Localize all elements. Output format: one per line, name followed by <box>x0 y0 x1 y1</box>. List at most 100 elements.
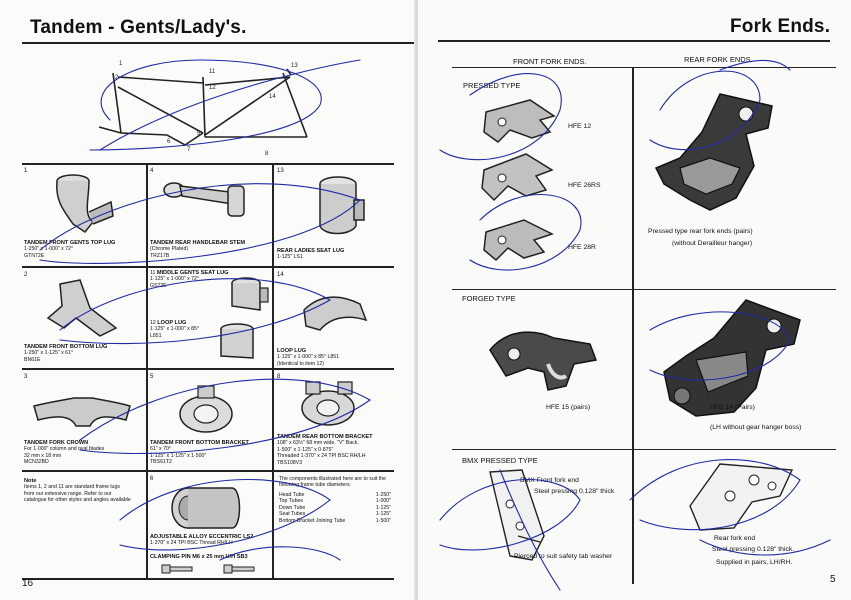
grid-rule <box>272 163 274 578</box>
frame-callout-12: 12 <box>209 85 216 91</box>
grid-rule <box>22 368 394 370</box>
grid-rule <box>452 449 836 451</box>
tube-intro: The components illustrated here are to s… <box>279 476 386 489</box>
frame-callout-1: 1 <box>119 61 123 67</box>
left-page-title: Tandem - Gents/Lady's. <box>30 17 247 38</box>
item-spec: 1·250" x 1·000" x 72° <box>24 246 74 253</box>
item-code: MCN32BD <box>24 459 49 466</box>
item-name: CLAMPING PIN M6 x 25 mm U/H SB3 <box>150 554 248 560</box>
frame-callout-8: 8 <box>265 151 269 157</box>
grid-rule <box>146 163 148 578</box>
item-spec: 61" x 70° <box>150 446 171 453</box>
item-number: 2 <box>24 272 28 278</box>
page-number-right: 5 <box>830 574 836 585</box>
item-code: GS72E <box>150 282 167 289</box>
grid-rule <box>22 470 394 472</box>
item-spec: 108" x 63½" 68 mm wide. "V" Back. <box>277 440 359 447</box>
bmx-pressed-type-label: BMX PRESSED TYPE <box>462 456 538 465</box>
item-code: TBS108V3 <box>277 459 303 466</box>
right-page: Fork Ends. FRONT FORK ENDS. REAR FORK EN… <box>418 0 851 600</box>
item-spec: 1·125" x 1·000" x 72° <box>150 276 200 283</box>
item-spec: (Chrome Plated) <box>150 246 189 253</box>
item-name: TANDEM REAR HANDLEBAR STEM <box>150 240 245 246</box>
forged-type-label: FORGED TYPE <box>462 294 516 303</box>
rear-bottom-bracket-image <box>301 381 355 426</box>
pressed-type-label: PRESSED TYPE <box>463 81 521 90</box>
item-spec: 32 mm x 18 mm <box>24 452 62 459</box>
tandem-frame-diagram: 1 2 6 7 5 11 12 14 8 13 <box>98 61 308 157</box>
ladies-seat-lug-image <box>319 176 365 235</box>
rear-pressed-caption-1: Pressed type rear fork ends (pairs) <box>648 228 753 235</box>
item-spec: Threaded 1·370" x 24 TPI BSC RH/LH <box>277 453 366 460</box>
item-number: 3 <box>24 374 28 380</box>
item-code: BN61E <box>24 356 41 363</box>
bmx-front-caption-1: BMX Front fork end <box>520 477 579 484</box>
bmx-front-caption-3: Pierced to suit safety tab washer <box>514 553 613 560</box>
item-number: 14 <box>277 272 284 278</box>
item-note: (Identical to item 12) <box>277 360 324 367</box>
grid-rule <box>22 266 394 268</box>
frame-callout-6: 6 <box>167 139 171 145</box>
frame-callout-2: 2 <box>115 75 119 81</box>
item-number: 1 <box>24 168 28 174</box>
frame-callout-14: 14 <box>269 94 276 100</box>
item-name: LOOP LUG <box>157 320 187 326</box>
item-spec: For 1·000" column and oval blades <box>24 446 105 453</box>
item-number: 13 <box>277 168 284 174</box>
item-spec: 1·250" x 1·125" x 61° <box>24 350 74 357</box>
loop-lug-image <box>220 323 254 359</box>
item-number: 8 <box>277 374 281 380</box>
hfe12-label: HFE 12 <box>568 123 592 130</box>
hfe28r-image <box>483 219 554 262</box>
middle-seat-lug-image <box>231 277 269 311</box>
bmx-front-caption-2: Steel pressing 0.128" thick <box>534 488 615 495</box>
hfe14-image <box>663 299 801 417</box>
item-code: GTN72E <box>24 252 45 259</box>
bmx-rear-caption-2: Steel pressing 0.128" thick. <box>712 546 795 553</box>
item-number: 6 <box>150 476 154 482</box>
right-page-title: Fork Ends. <box>730 16 831 37</box>
hfe14-note: (LH without gear hanger boss) <box>710 424 802 431</box>
rear-pressed-fork-end-image <box>654 93 773 211</box>
bottom-lug-image <box>46 279 118 337</box>
hfe26rs-label: HFE 26RS <box>568 182 601 189</box>
frame-callout-13: 13 <box>291 63 298 69</box>
rear-fork-ends-header: REAR FORK ENDS. <box>684 55 753 64</box>
item-name: LOOP LUG <box>277 348 307 354</box>
grid-rule <box>452 67 836 69</box>
item-name: ADJUSTABLE ALLOY ECCENTRIC LS2 <box>150 534 254 540</box>
item-number: 5 <box>150 374 154 380</box>
bmx-rear-caption-1: Rear fork end <box>714 535 756 542</box>
item-name: REAR LADIES SEAT LUG <box>277 248 345 254</box>
grid-rule <box>22 163 394 165</box>
item-spec: 1·125" x 1·000" x 85° L851 <box>277 354 339 361</box>
top-lug-image <box>56 174 114 234</box>
hfe15-image <box>489 331 598 391</box>
bmx-rear-caption-3: Supplied in pairs, LH/RH. <box>716 559 793 566</box>
front-fork-ends-header: FRONT FORK ENDS. <box>513 57 587 66</box>
item-spec: 1·370" x 24 TPI BSC Thread RH/LH <box>150 540 233 547</box>
hfe15-label: HFE 15 (pairs) <box>546 404 591 411</box>
item-spec: 1·125" x 1·125" x 1·500" <box>150 452 207 459</box>
item-name: TANDEM FRONT BOTTOM LUG <box>24 344 108 350</box>
item-code: TRZ17B <box>150 252 170 259</box>
item-number: 11 <box>150 270 156 276</box>
item-name: TANDEM FORK CROWN <box>24 440 89 446</box>
fork-crown-image <box>33 397 131 427</box>
handlebar-stem-image <box>163 182 245 217</box>
item-name: TANDEM FRONT BOTTOM BRACKET <box>150 440 249 446</box>
title-rule <box>22 42 418 44</box>
hfe26rs-image <box>481 153 554 202</box>
item-number: 12 <box>150 320 156 326</box>
item-code: TBS61T2 <box>150 459 172 466</box>
grid-rule <box>632 67 634 584</box>
frame-callout-11: 11 <box>209 69 216 75</box>
item-name: MIDDLE GENTS SEAT LUG <box>156 270 229 276</box>
page-number-left: 16 <box>22 578 34 589</box>
item-spec: 1·500" x 1·125" x 0·875" <box>277 446 334 453</box>
loop-lug-14-image <box>303 296 368 331</box>
hfe12-image <box>483 99 556 143</box>
